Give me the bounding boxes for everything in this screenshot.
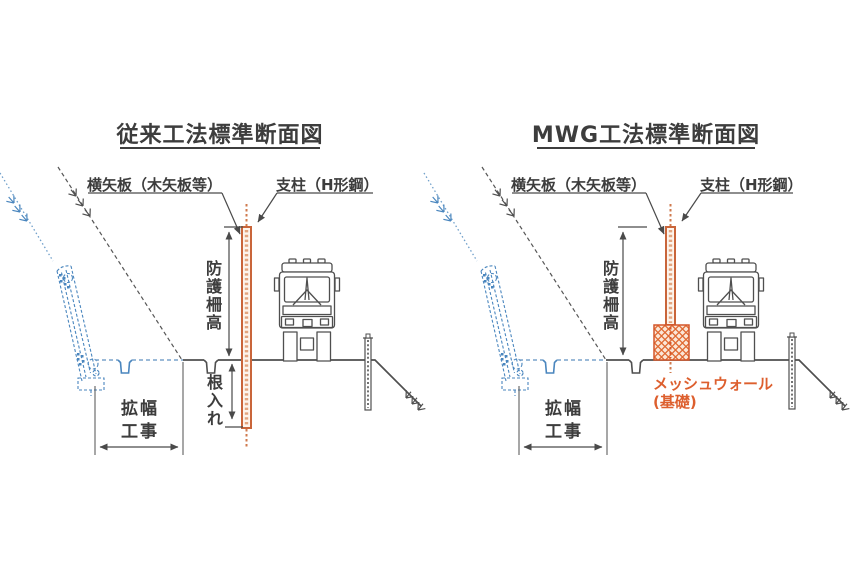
dimension-embedment — [225, 363, 243, 428]
leader-lagging-board — [512, 192, 665, 235]
left-panel-drawing — [0, 147, 428, 455]
dimension-fence-height — [618, 226, 647, 356]
label-embedment: 根入れ — [204, 374, 223, 428]
label-fence-height-right: 防護柵高 — [600, 260, 619, 332]
planned-ground-line — [519, 359, 606, 374]
ground-line — [606, 359, 852, 414]
planned-side-gutter — [117, 359, 133, 374]
mesh-wall-foundation — [653, 324, 690, 373]
panel-title-mwg: MWG工法標準断面図 — [531, 123, 761, 148]
label-mesh-wall: メッシュウォール (基礎) — [653, 375, 774, 411]
existing-slope-lines — [423, 166, 607, 361]
roadside-pole — [786, 332, 798, 410]
planned-ground-line — [95, 359, 183, 374]
leader-support-post — [681, 192, 793, 222]
planned-side-gutter — [542, 359, 558, 374]
roadside-pole — [362, 333, 374, 411]
widening-extent — [94, 362, 184, 455]
right-panel-drawing — [423, 147, 852, 455]
leader-support-post — [257, 192, 373, 223]
label-lagging-board-left: 横矢板（木矢板等） — [87, 176, 223, 194]
truck — [273, 258, 341, 362]
existing-slope-lines — [0, 166, 183, 361]
label-support-post-left: 支柱（H形鋼） — [276, 176, 379, 194]
panel-title-conventional: 従来工法標準断面図 — [116, 123, 324, 148]
dimension-fence-height — [224, 226, 243, 357]
planned-retaining-structure — [56, 265, 105, 397]
label-widening-right: 拡幅 工事 — [545, 399, 583, 442]
leader-lagging-board — [88, 192, 241, 235]
ground-line — [183, 359, 428, 414]
support-post — [665, 204, 676, 326]
label-widening-left: 拡幅 工事 — [121, 399, 159, 442]
label-lagging-board-right: 横矢板（木矢板等） — [511, 176, 647, 194]
support-post — [241, 204, 252, 449]
truck — [697, 258, 765, 362]
side-gutter — [628, 359, 644, 374]
label-fence-height-left: 防護柵高 — [203, 260, 222, 332]
planned-retaining-structure — [480, 265, 529, 397]
widening-extent — [518, 362, 608, 455]
label-support-post-right: 支柱（H形鋼） — [700, 176, 803, 194]
side-gutter — [203, 359, 219, 374]
